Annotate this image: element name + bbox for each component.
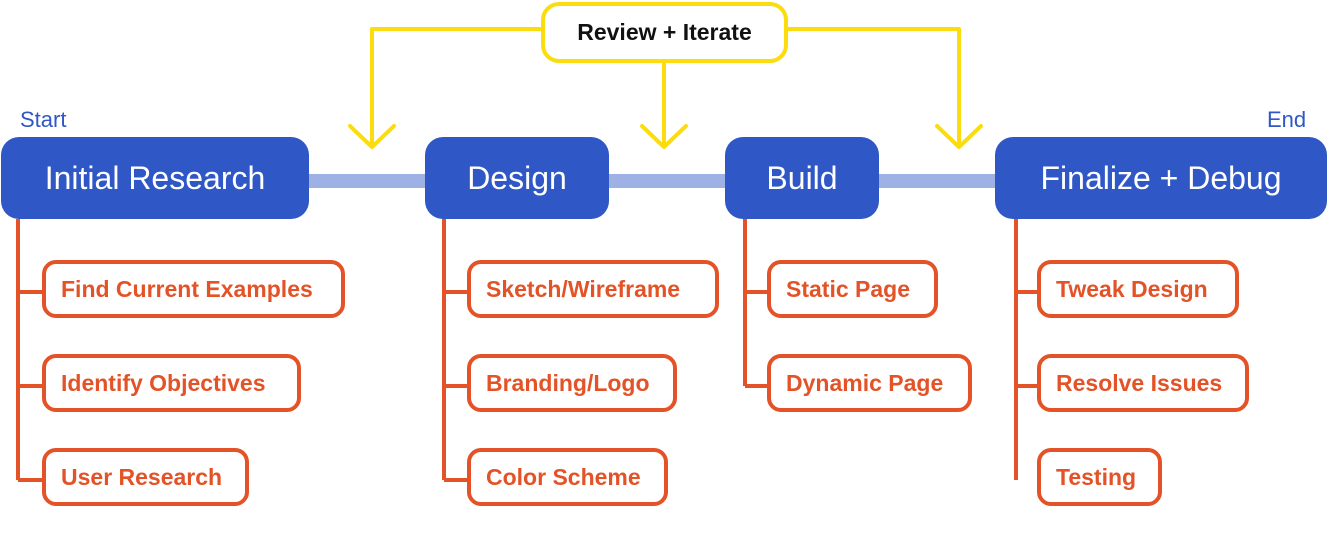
- end-label: End: [1267, 107, 1307, 132]
- phase-design: Design: [425, 137, 609, 219]
- task-sketch-wireframe: Sketch/Wireframe: [467, 260, 719, 318]
- feedback-arrowhead-left: [348, 124, 396, 149]
- tree-line-build: [743, 219, 769, 388]
- feedback-line-left: [370, 27, 545, 148]
- task-identify-objectives: Identify Objectives: [42, 354, 301, 412]
- phase-finalize-debug: Finalize + Debug: [995, 137, 1327, 219]
- tree-line-design: [442, 219, 469, 482]
- task-color-scheme: Color Scheme: [467, 448, 668, 506]
- connector-design-build: [608, 174, 728, 188]
- feedback-line-right: [784, 27, 961, 148]
- task-dynamic-page: Dynamic Page: [767, 354, 972, 412]
- review-iterate-box: Review + Iterate: [541, 2, 788, 63]
- task-static-page: Static Page: [767, 260, 938, 318]
- task-user-research: User Research: [42, 448, 249, 506]
- connector-build-finalize: [878, 174, 998, 188]
- phase-build: Build: [725, 137, 879, 219]
- tree-line-initial-research: [16, 219, 44, 482]
- task-testing: Testing: [1037, 448, 1162, 506]
- feedback-arrowhead-center: [640, 124, 688, 149]
- task-tweak-design: Tweak Design: [1037, 260, 1239, 318]
- task-branding-logo: Branding/Logo: [467, 354, 677, 412]
- connector-research-design: [308, 174, 428, 188]
- tree-line-finalize: [1014, 219, 1039, 480]
- task-resolve-issues: Resolve Issues: [1037, 354, 1249, 412]
- feedback-arrowhead-right: [935, 124, 983, 149]
- phase-initial-research: Initial Research: [1, 137, 309, 219]
- start-label: Start: [20, 107, 67, 132]
- task-find-current-examples: Find Current Examples: [42, 260, 345, 318]
